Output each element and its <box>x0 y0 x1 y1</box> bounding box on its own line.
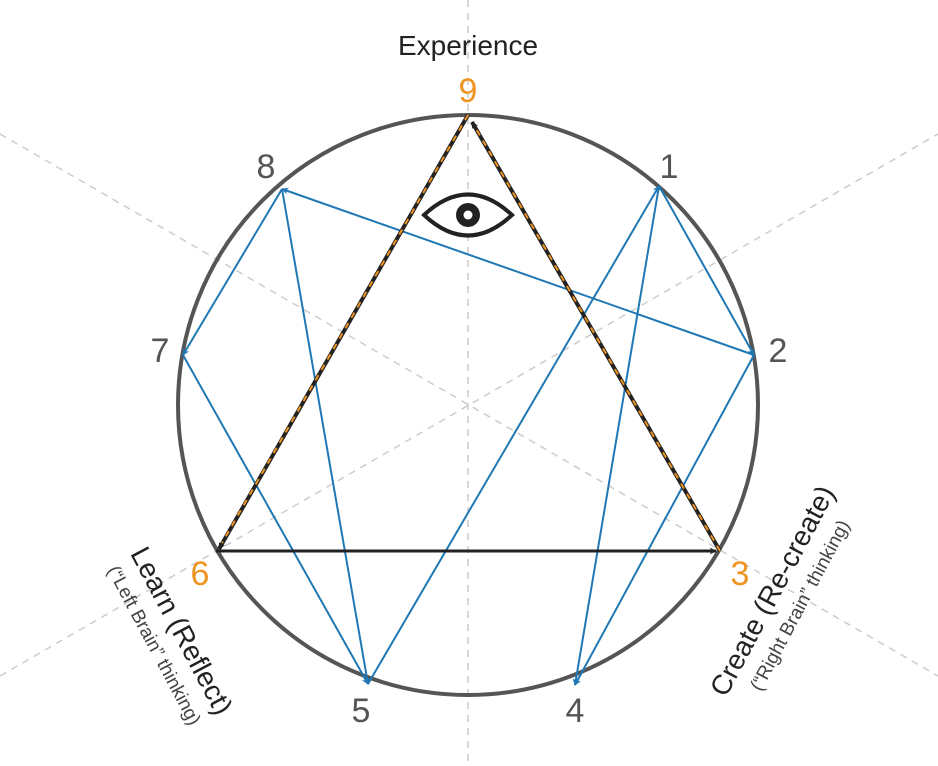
point-6-label: 6 <box>191 555 210 593</box>
point-3-label: 3 <box>731 555 750 593</box>
point-4-label: 4 <box>566 692 585 730</box>
hexad-line-8-7 <box>182 188 283 356</box>
point-7-label: 7 <box>151 332 170 370</box>
hexad-line-2-4 <box>574 354 755 686</box>
triangle-line-3-9-dash <box>474 126 721 552</box>
hexad-lines <box>182 185 755 686</box>
point-5-label: 5 <box>352 692 371 730</box>
hexad-line-1-4 <box>572 185 660 686</box>
hexad-line-8-5 <box>281 188 371 685</box>
guide-diagonal-b <box>0 133 938 677</box>
hexad-line-1-2 <box>658 185 755 356</box>
point-2-label: 2 <box>769 332 788 370</box>
point-1-label: 1 <box>660 148 679 186</box>
experience-label: Experience <box>398 30 538 61</box>
point-9-label: 9 <box>459 72 478 110</box>
triangle-line-9-6-dash <box>221 114 469 544</box>
hexad-line-7-5 <box>182 354 369 685</box>
triangle-lines <box>216 114 722 555</box>
point-8-label: 8 <box>257 148 276 186</box>
hexad-line-2-8 <box>281 187 755 356</box>
learn-label-group: Learn (Reflect) (“Left Brain” thinking) <box>103 542 239 729</box>
hexad-line-5-1 <box>367 185 660 685</box>
eye-icon <box>421 192 515 238</box>
guide-diagonal-a <box>0 133 938 677</box>
create-label-group: Create (Re-create) (“Right Brain” thinki… <box>704 480 855 701</box>
triangle-line-9-6 <box>217 114 470 550</box>
